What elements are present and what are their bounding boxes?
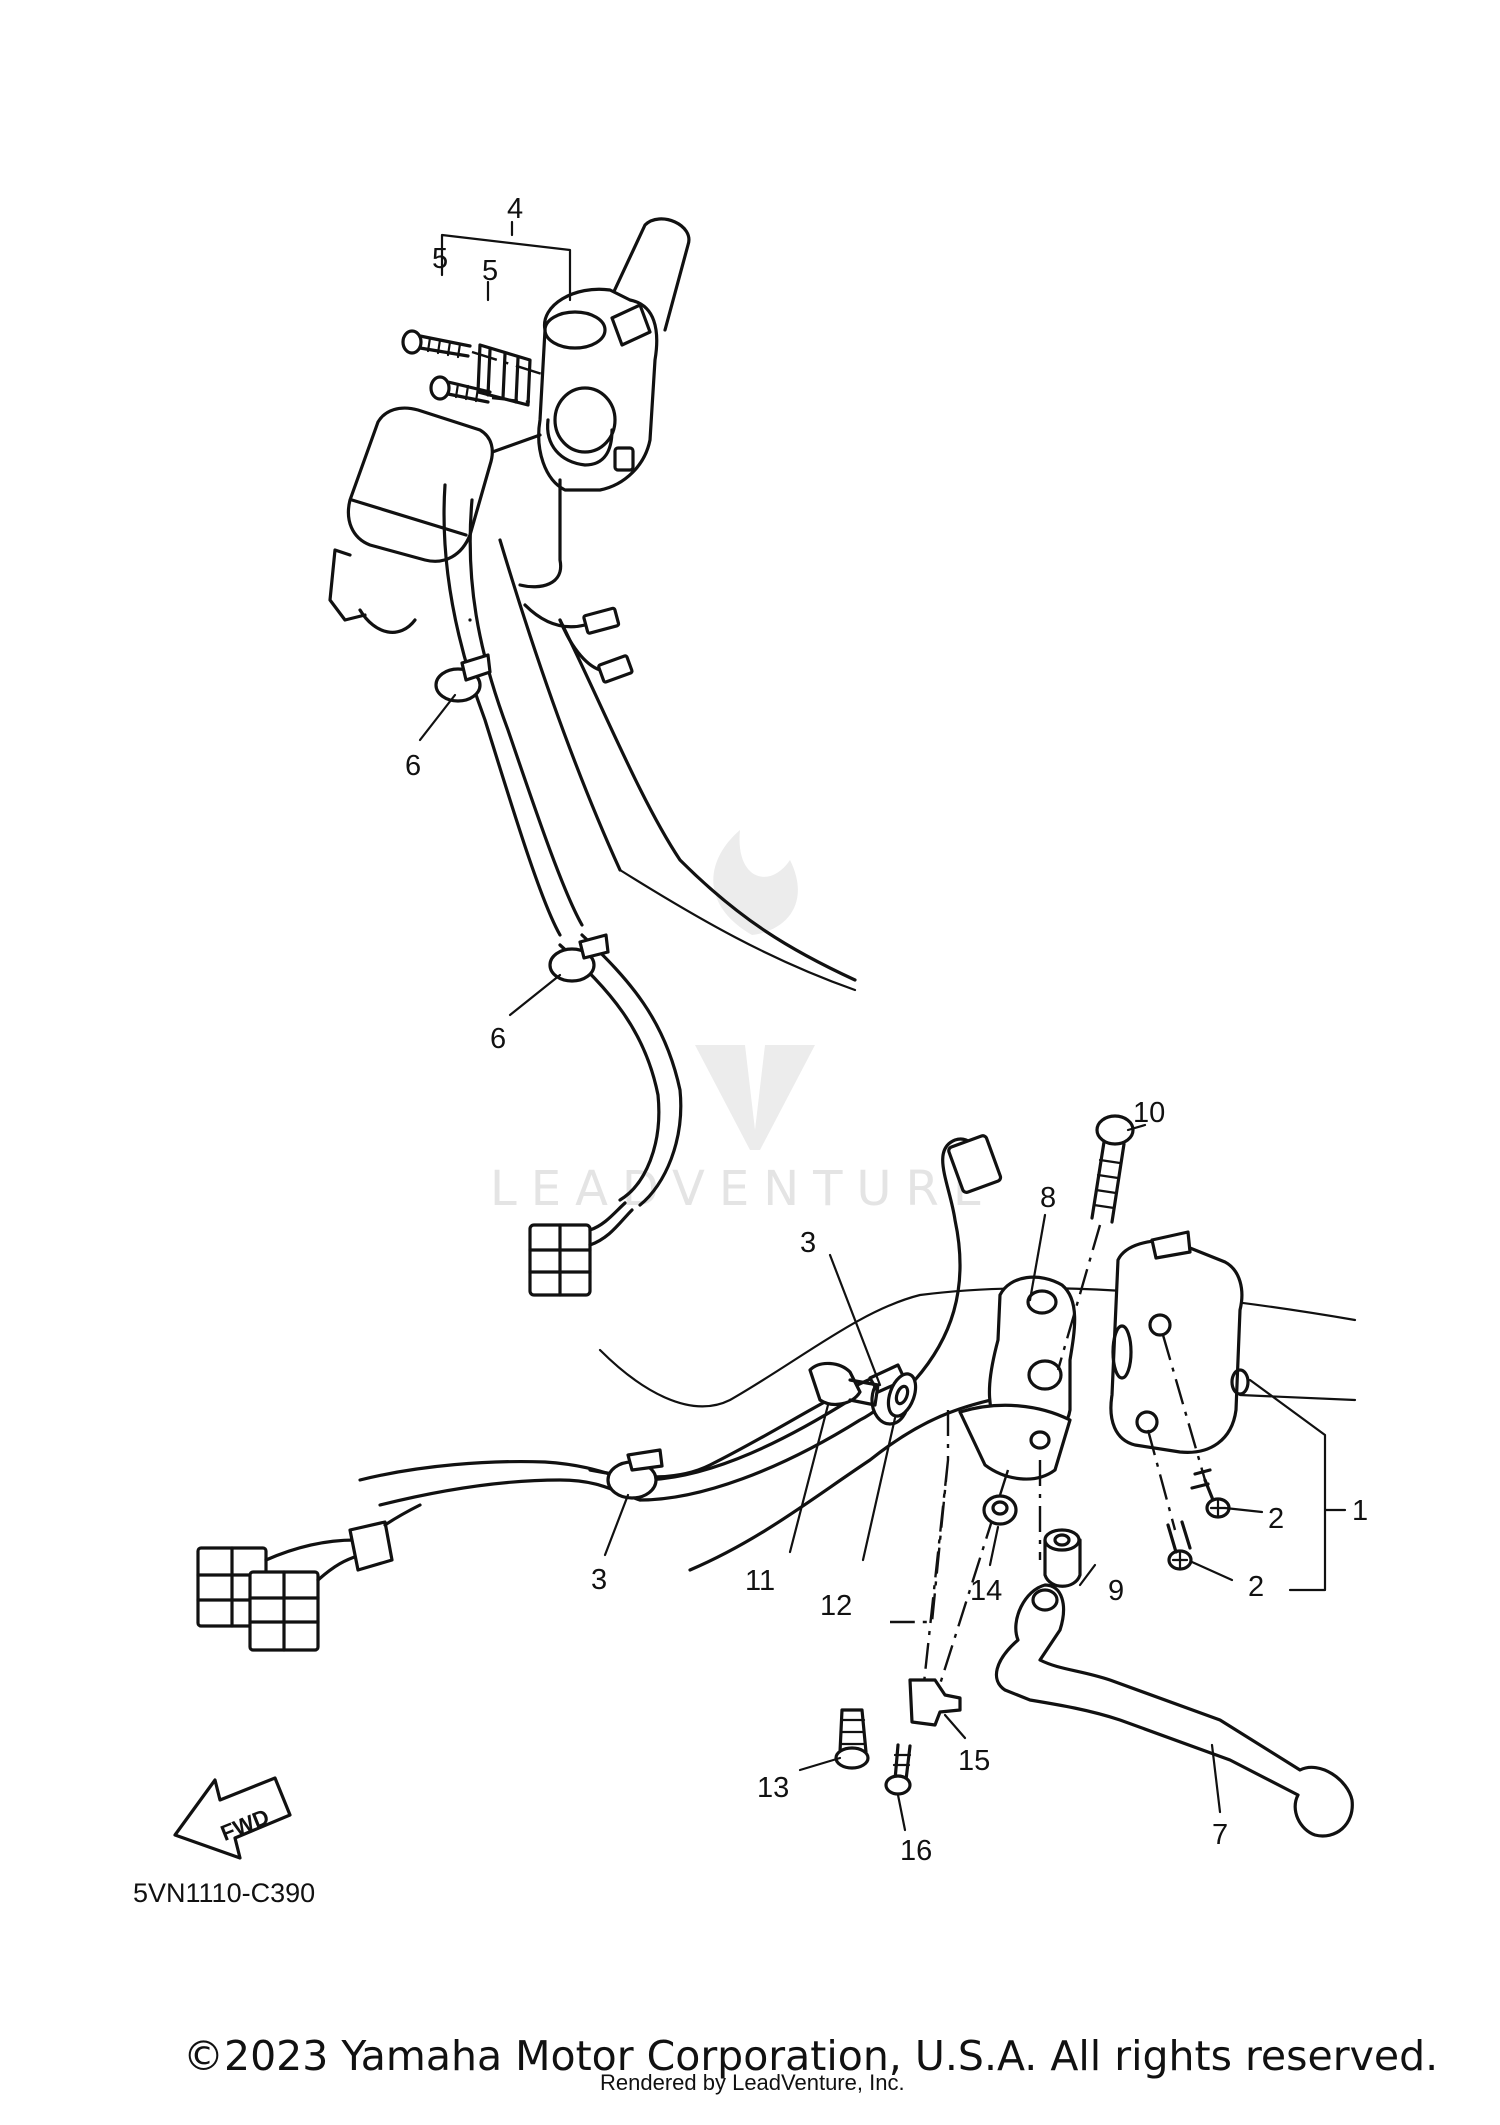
callout-3a: 3 [591,1564,607,1596]
rendered-by-notice: Rendered by LeadVenture, Inc. [600,2070,905,2095]
watermark-text: LEADVENTURE [490,1161,997,1217]
fwd-arrow-icon: FWD [173,1776,292,1860]
callout-7: 7 [1212,1819,1228,1851]
callout-16: 16 [900,1835,932,1867]
callout-2b: 2 [1248,1571,1264,1603]
callout-1: 1 [1352,1495,1368,1527]
callout-14: 14 [970,1575,1002,1607]
callout-10: 10 [1133,1097,1165,1129]
callout-12: 12 [820,1590,852,1622]
callout-8: 8 [1040,1182,1056,1214]
callout-2a: 2 [1268,1503,1284,1535]
screw-5-upper [401,329,546,377]
callout-11: 11 [745,1565,775,1597]
clutch-lever-assembly [196,1114,1357,1838]
callout-6a: 6 [405,750,421,782]
callout-3b: 3 [800,1227,816,1259]
diagram-code: 5VN1110-C390 [133,1878,315,1908]
callout-4: 4 [507,193,523,225]
leader-lines [418,220,1347,1832]
callout-5b: 5 [482,255,498,287]
copyright-notice: ©2023 Yamaha Motor Corporation, U.S.A. A… [183,2032,1438,2080]
screw-5-lower [429,375,531,404]
callout-9: 9 [1108,1575,1124,1607]
part-callouts: 1 2 2 3 3 4 5 5 6 6 7 8 9 10 11 12 13 14… [405,193,1368,1867]
callout-15: 15 [958,1745,990,1777]
callout-5a: 5 [432,243,448,275]
right-switch-assembly [328,217,857,1297]
callout-6b: 6 [490,1023,506,1055]
callout-13: 13 [757,1772,789,1804]
